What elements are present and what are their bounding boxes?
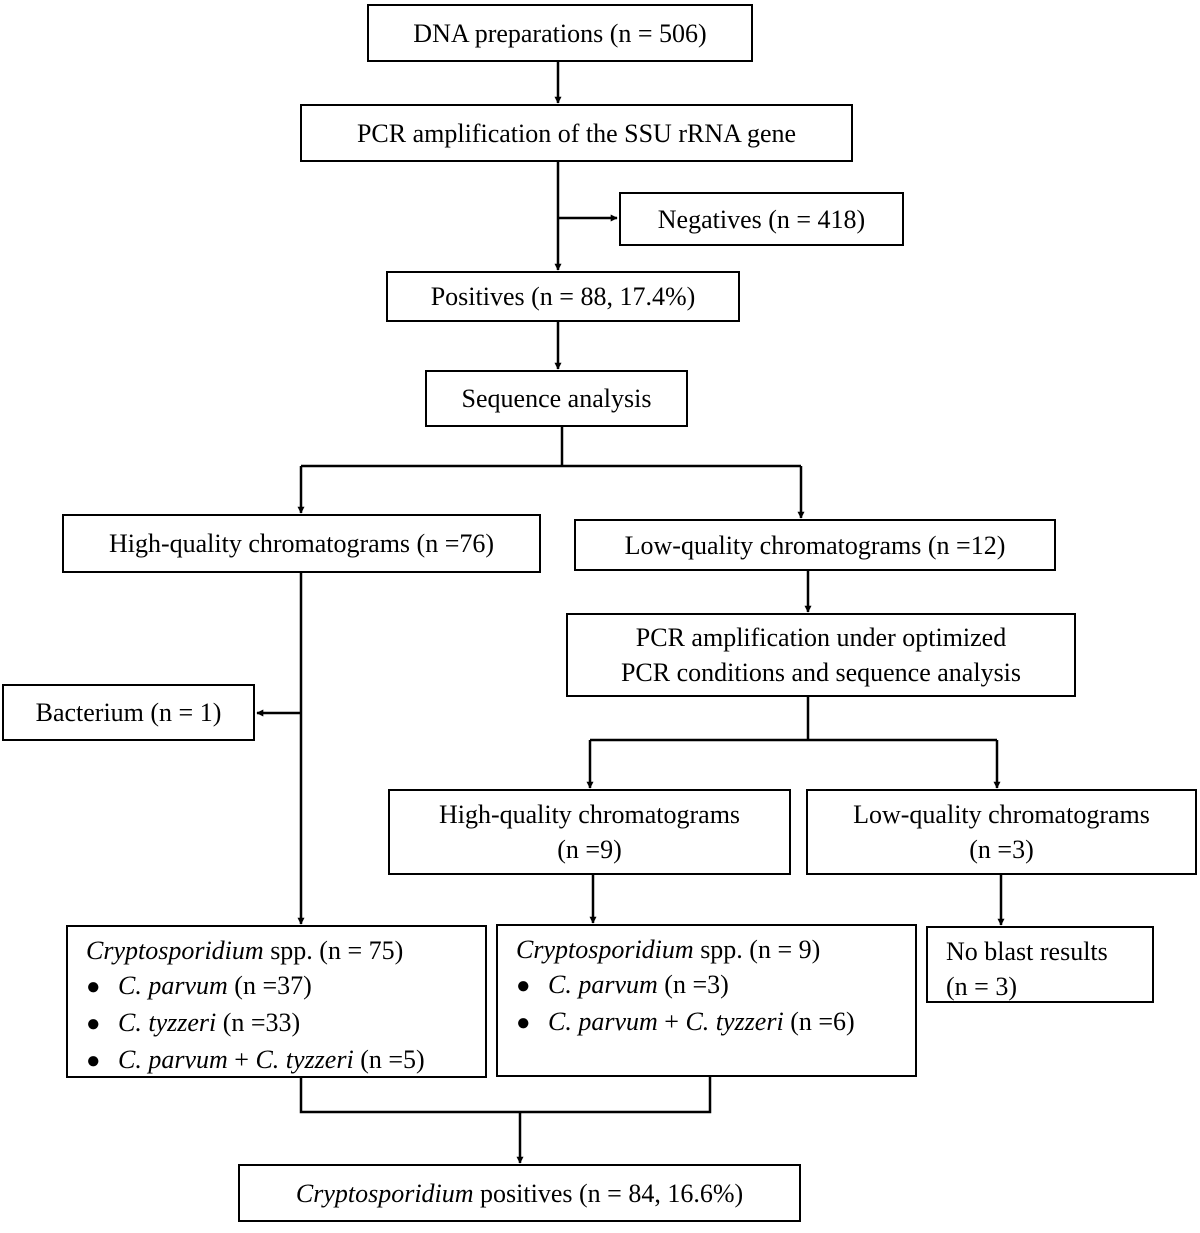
no-blast-results-box: No blast results (n = 3) (926, 926, 1154, 1003)
bullet-icon: ● (86, 1048, 101, 1074)
high-quality-2-line-2: (n =9) (557, 835, 622, 864)
bullet-icon: ● (516, 973, 531, 999)
bacterium-label: Bacterium (n = 1) (35, 698, 222, 727)
high-quality-2-box: High-quality chromatograms (n =9) (388, 789, 791, 875)
merge-lines (299, 1077, 712, 1114)
sequence-analysis-box: Sequence analysis (425, 370, 688, 427)
optimized-pcr-line-2: PCR conditions and sequence analysis (620, 658, 1022, 687)
low-quality-2-box: Low-quality chromatograms (n =3) (806, 789, 1197, 875)
low-quality-label: Low-quality chromatograms (n =12) (624, 530, 1006, 560)
cryptosporidium-9-header: Cryptosporidium spp. (n = 9) (516, 935, 821, 964)
dna-preparations-box: DNA preparations (n = 506) (367, 4, 753, 62)
negatives-box: Negatives (n = 418) (619, 192, 904, 246)
pcr-amplification-box: PCR amplification of the SSU rRNA gene (300, 104, 853, 162)
cryptosporidium-positives-label: Cryptosporidium positives (n = 84, 16.6%… (295, 1178, 744, 1208)
cryptosporidium-75-header: Cryptosporidium spp. (n = 75) (86, 936, 404, 965)
bullet-icon: ● (516, 1010, 531, 1036)
high-quality-2-line-1: High-quality chromatograms (438, 800, 741, 829)
low-quality-2-line-2: (n =3) (969, 835, 1034, 864)
optimized-pcr-line-1: PCR amplification under optimized (635, 623, 1007, 652)
dna-preparations-label: DNA preparations (n = 506) (413, 18, 707, 48)
cryptosporidium-positives-box: Cryptosporidium positives (n = 84, 16.6%… (238, 1164, 801, 1222)
list-item: ●C. parvum (n =37) (86, 968, 475, 1005)
bullet-icon: ● (86, 974, 101, 1000)
pcr-amplification-label: PCR amplification of the SSU rRNA gene (356, 118, 797, 148)
no-blast-results-line-2: (n = 3) (946, 972, 1017, 1001)
list-item: ●C. parvum + C. tyzzeri (n =5) (86, 1042, 475, 1079)
high-quality-label: High-quality chromatograms (n =76) (108, 529, 495, 558)
negatives-label: Negatives (n = 418) (657, 204, 866, 234)
optimized-pcr-box: PCR amplification under optimized PCR co… (566, 613, 1076, 697)
list-item: ●C. tyzzeri (n =33) (86, 1005, 475, 1042)
sequence-analysis-label: Sequence analysis (461, 384, 652, 413)
high-quality-box: High-quality chromatograms (n =76) (62, 514, 541, 573)
list-item: ●C. parvum + C. tyzzeri (n =6) (516, 1004, 905, 1041)
bacterium-box: Bacterium (n = 1) (2, 684, 255, 741)
cryptosporidium-9-box: Cryptosporidium spp. (n = 9) ●C. parvum … (496, 924, 917, 1077)
positives-label: Positives (n = 88, 17.4%) (430, 282, 696, 311)
low-quality-box: Low-quality chromatograms (n =12) (574, 519, 1056, 571)
cryptosporidium-75-box: Cryptosporidium spp. (n = 75) ●C. parvum… (66, 925, 487, 1078)
list-item: ●C. parvum (n =3) (516, 967, 905, 1004)
low-quality-2-line-1: Low-quality chromatograms (853, 800, 1150, 829)
positives-box: Positives (n = 88, 17.4%) (386, 271, 740, 322)
no-blast-results-line-1: No blast results (946, 937, 1108, 966)
bullet-icon: ● (86, 1011, 101, 1037)
